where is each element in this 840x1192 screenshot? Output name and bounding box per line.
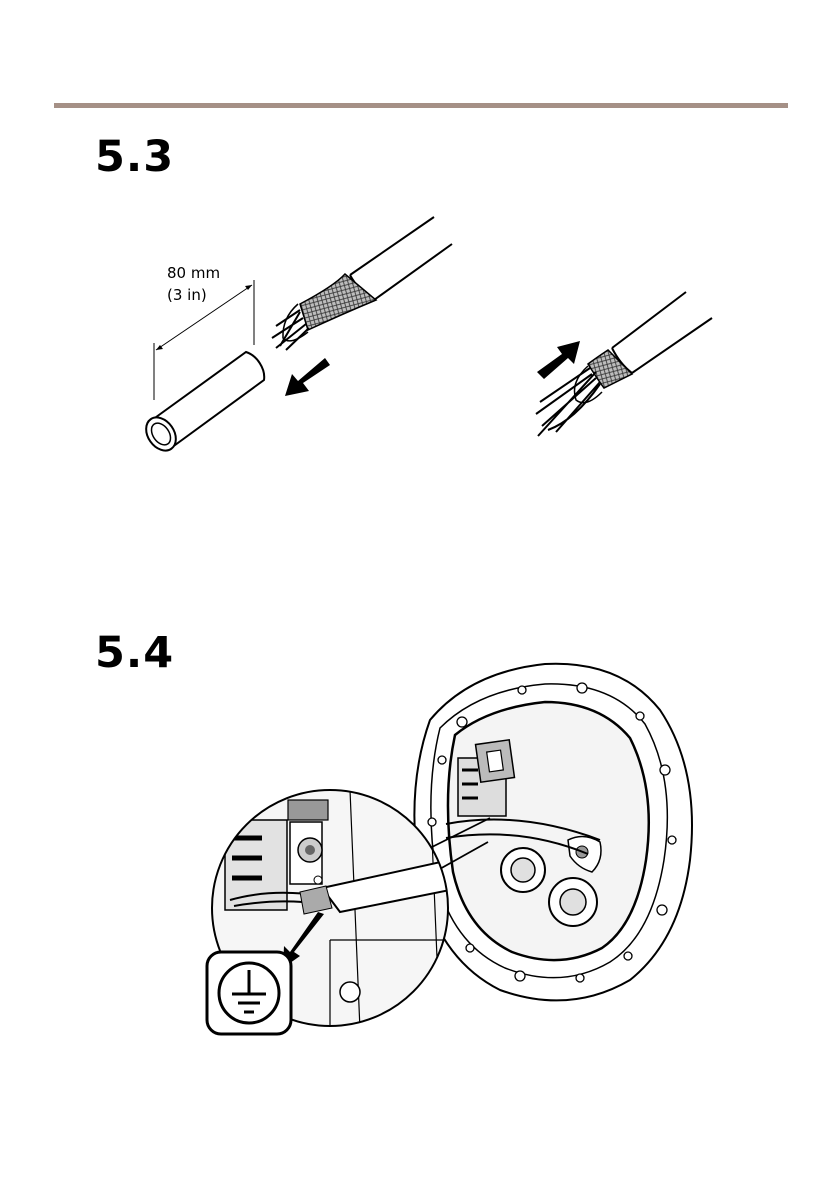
- protective-earth-icon: [207, 952, 291, 1034]
- junction-box-housing: [414, 664, 692, 1001]
